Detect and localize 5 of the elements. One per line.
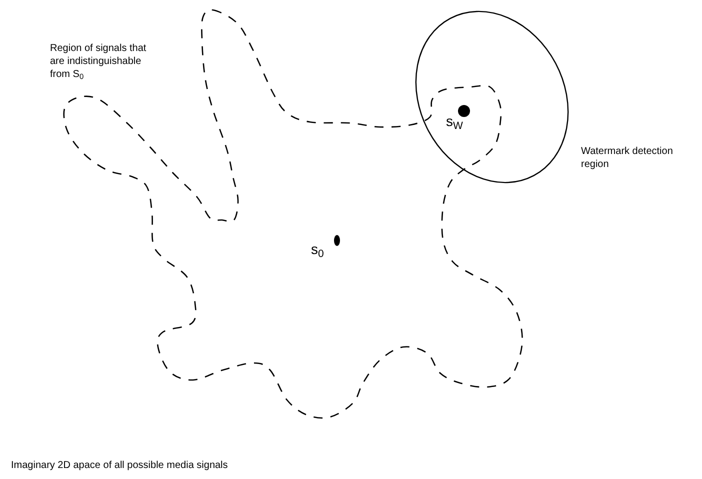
- point-label: s$_{0}$: [311, 241, 325, 257]
- region-label: Region of signals that are indistinguishable from S$_{0}$: [50, 42, 148, 81]
- region-label: Watermark detection region: [581, 145, 674, 171]
- point-label: s$_{W}$: [446, 113, 464, 129]
- caption: Imaginary 2D apace of all possible media signals: [11, 459, 228, 473]
